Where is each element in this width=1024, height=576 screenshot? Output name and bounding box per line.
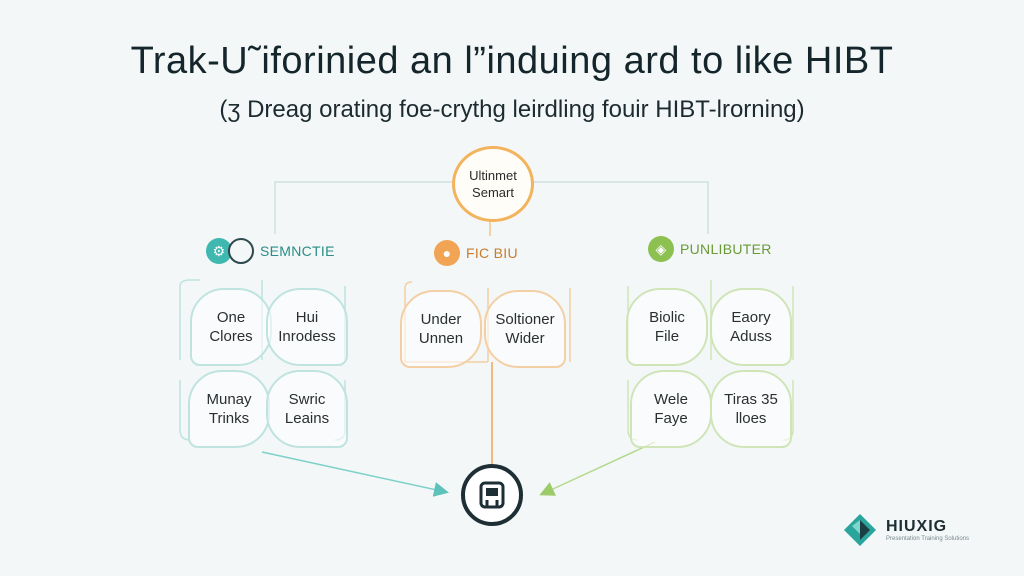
arrow-left-to-center — [261, 451, 449, 497]
node-line-2: Aduss — [730, 328, 772, 345]
category-semnctie: ⚙ SEMNCTIE — [206, 238, 335, 264]
node-line-2: Inrodess — [278, 328, 336, 345]
node-line-2: Unnen — [418, 330, 464, 347]
category-fic-biu: ● FIC BIU — [434, 240, 518, 266]
node-line-1: One — [216, 309, 246, 326]
diamond-logo-icon — [844, 514, 876, 546]
arrow-right-to-center — [539, 441, 656, 496]
page-subtitle: (ʒ Dreag orating foe-crythg leirdling fo… — [219, 96, 805, 123]
node-line-1: Under — [420, 311, 462, 328]
node-line-2: lloes — [735, 410, 767, 427]
node-line-2: Faye — [654, 410, 688, 427]
node-line-1: Munay — [206, 391, 252, 408]
category-punlibuter: ◈ PUNLIBUTER — [648, 236, 772, 262]
node-line-1: Biolic — [649, 309, 685, 326]
page-title: Trak-U˜iforinied an l”induing ard to lik… — [130, 40, 894, 82]
lightbulb-gear-icon: ⚙ — [206, 238, 232, 264]
category-label: PUNLIBUTER — [680, 241, 772, 257]
node-line-1: Tiras 35 — [724, 391, 778, 408]
node-line-1: Eaory — [731, 309, 771, 326]
connector-hub-left — [274, 181, 452, 234]
concept-node: Tiras 35 lloes — [710, 370, 792, 448]
lightbulb-icon: ◈ — [648, 236, 674, 262]
node-line-2: Wider — [505, 330, 545, 347]
brand-logo: HIUXIG Presentation Training Solutions — [842, 512, 969, 548]
gear-bulb-icon: ● — [434, 240, 460, 266]
node-line-1: Wele — [654, 391, 688, 408]
node-line-2: Trinks — [208, 410, 250, 427]
node-line-1: Swric — [288, 391, 326, 408]
node-line-1: Soltioner — [495, 311, 555, 328]
connector-hub-right — [528, 181, 709, 234]
node-line-1: Hui — [295, 309, 319, 326]
category-label: FIC BIU — [466, 245, 518, 261]
hub-line-2: Semart — [472, 185, 514, 200]
category-label: SEMNCTIE — [260, 243, 335, 259]
logo-tagline: Presentation Training Solutions — [886, 536, 970, 542]
logo-name: HIUXIG — [886, 518, 948, 535]
node-line-2: Leains — [284, 410, 330, 427]
hub-line-1: Ultinmet — [469, 168, 517, 183]
gear-outline-icon — [228, 238, 254, 264]
node-line-2: File — [654, 328, 680, 345]
node-line-2: Clores — [209, 328, 253, 345]
hub-circle: Ultinmet Semart — [452, 146, 534, 222]
robot-head-icon — [461, 464, 523, 526]
